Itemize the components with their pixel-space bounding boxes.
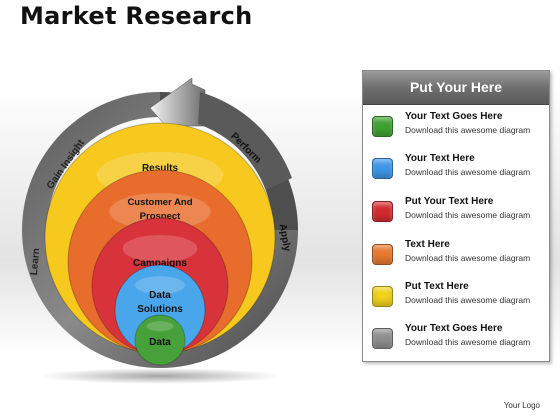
market-research-diagram: Learn Gain Insight Perform Apply Results… (22, 77, 298, 384)
cycle-label-learn: Learn (29, 248, 42, 276)
cycle-label-apply: Apply (277, 223, 293, 253)
layer-label-customer-interactions: Customer And (127, 197, 192, 208)
legend-color-swatch (372, 201, 393, 222)
layer-label-campaigns: Campaigns (133, 258, 187, 269)
layer-highlight-data-solutions (135, 276, 185, 295)
legend-item-description: Download this awesome diagram (405, 295, 531, 305)
legend-item-description: Download this awesome diagram (405, 210, 531, 220)
layer-label-data-solutions: Solutions (137, 304, 183, 315)
cycle-arrow-tail (198, 92, 292, 190)
legend-color-swatch (372, 286, 393, 307)
legend-item-description: Download this awesome diagram (405, 167, 531, 177)
legend-item-title: Your Text Here (405, 153, 475, 164)
layer-label-data: Data (149, 337, 171, 348)
legend-color-swatch (372, 158, 393, 179)
legend-item-title: Text Here (405, 239, 450, 250)
layer-label-data-solutions: Data (149, 290, 171, 301)
layer-highlight-customer-interactions (109, 193, 211, 230)
layer-highlight-data (146, 321, 174, 332)
legend-item-title: Put Text Here (405, 281, 469, 292)
legend-color-swatch (372, 244, 393, 265)
legend-item-description: Download this awesome diagram (405, 125, 531, 135)
legend-header: Put Your Here (363, 71, 549, 105)
layer-circle-data (134, 314, 186, 366)
layer-label-results: Results (142, 163, 179, 174)
legend-item-description: Download this awesome diagram (405, 337, 531, 347)
legend-color-swatch (372, 328, 393, 349)
layer-highlight-campaigns (122, 235, 198, 263)
legend-item-description: Download this awesome diagram (405, 253, 531, 263)
page-title: Market Research (20, 2, 253, 30)
footer-logo-text: Your Logo (503, 401, 540, 410)
layer-label-customer-interactions: Prospect (140, 211, 181, 222)
diagram-shadow (40, 368, 280, 384)
legend-color-swatch (372, 116, 393, 137)
legend-item-title: Your Text Goes Here (405, 323, 503, 334)
legend-item-title: Your Text Goes Here (405, 111, 503, 122)
legend-item-title: Put Your Text Here (405, 196, 494, 207)
